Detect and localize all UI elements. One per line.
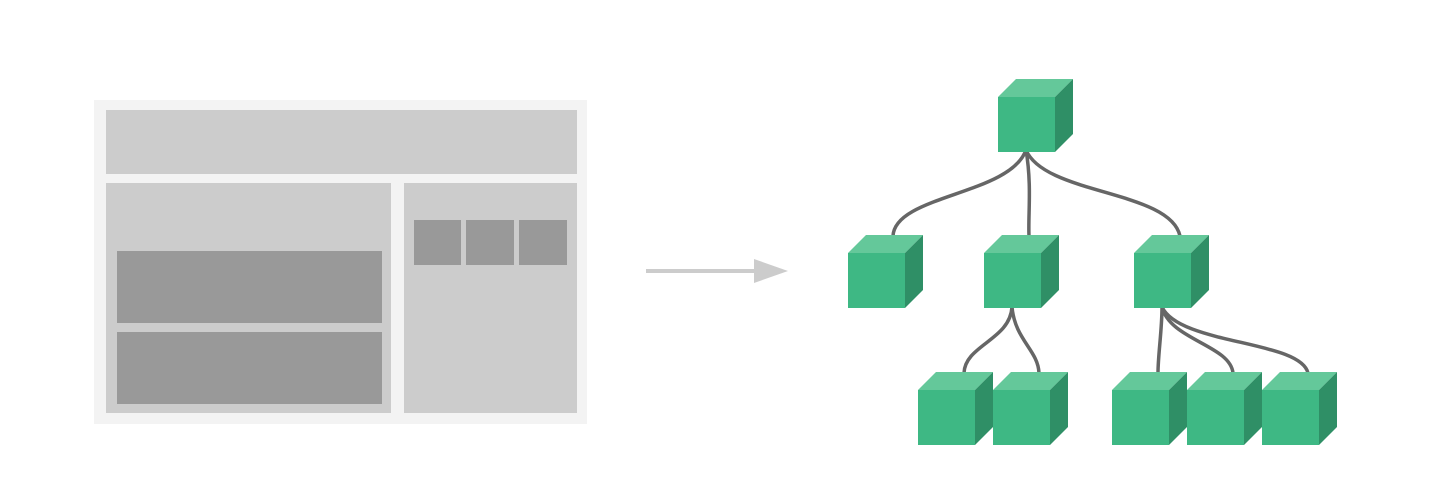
arrow-head-icon <box>754 259 788 283</box>
cube-front-face <box>1262 390 1319 445</box>
cube-front-face <box>1112 390 1169 445</box>
cube-top-face <box>1112 372 1187 390</box>
cube-side-face <box>1319 372 1337 445</box>
connector-child-2-leaf-2 <box>1010 305 1041 375</box>
sidebar-panel <box>404 183 577 413</box>
cube-child-3 <box>1134 235 1209 308</box>
connector-child-3-leaf-5 <box>1160 305 1310 375</box>
cube-front-face <box>993 390 1050 445</box>
arrow-shaft <box>646 269 760 273</box>
cube-child-2 <box>984 235 1059 308</box>
cube-front-face <box>848 253 905 308</box>
connector-root-child-1 <box>891 148 1028 238</box>
cube-front-face <box>1134 253 1191 308</box>
cube-side-face <box>1169 372 1187 445</box>
cube-side-face <box>975 372 993 445</box>
cube-side-face <box>1055 79 1073 152</box>
sidebar-tile-3 <box>519 220 567 265</box>
connector-child-3-leaf-4 <box>1160 305 1235 375</box>
cube-side-face <box>1050 372 1068 445</box>
cube-top-face <box>1134 235 1209 253</box>
tree-nodes <box>848 79 1337 445</box>
sidebar-tile-2 <box>466 220 514 265</box>
sidebar-tile-1 <box>414 220 461 265</box>
cube-front-face <box>998 97 1055 152</box>
cube-top-face <box>918 372 993 390</box>
cube-side-face <box>1041 235 1059 308</box>
cube-front-face <box>1187 390 1244 445</box>
cube-leaf-4 <box>1187 372 1262 445</box>
cube-top-face <box>1262 372 1337 390</box>
cube-side-face <box>1244 372 1262 445</box>
connector-child-3-leaf-3 <box>1156 305 1164 375</box>
cube-front-face <box>984 253 1041 308</box>
cube-child-1 <box>848 235 923 308</box>
connector-root-child-3 <box>1024 148 1182 238</box>
tree-connectors <box>891 148 1310 375</box>
connector-child-2-leaf-1 <box>962 305 1014 375</box>
cube-root <box>998 79 1073 152</box>
transform-arrow <box>646 258 790 286</box>
cube-top-face <box>993 372 1068 390</box>
cube-leaf-3 <box>1112 372 1187 445</box>
connector-root-child-2 <box>1024 148 1032 238</box>
cube-leaf-5 <box>1262 372 1337 445</box>
content-block-2 <box>117 332 382 404</box>
cube-top-face <box>1187 372 1262 390</box>
page-layout-wireframe <box>94 100 587 424</box>
cube-top-face <box>984 235 1059 253</box>
header-block <box>106 110 577 174</box>
cube-front-face <box>918 390 975 445</box>
cube-leaf-1 <box>918 372 993 445</box>
content-block-1 <box>117 251 382 323</box>
cube-leaf-2 <box>993 372 1068 445</box>
cube-side-face <box>905 235 923 308</box>
cube-top-face <box>848 235 923 253</box>
main-content-panel <box>106 183 391 413</box>
cube-side-face <box>1191 235 1209 308</box>
cube-top-face <box>998 79 1073 97</box>
